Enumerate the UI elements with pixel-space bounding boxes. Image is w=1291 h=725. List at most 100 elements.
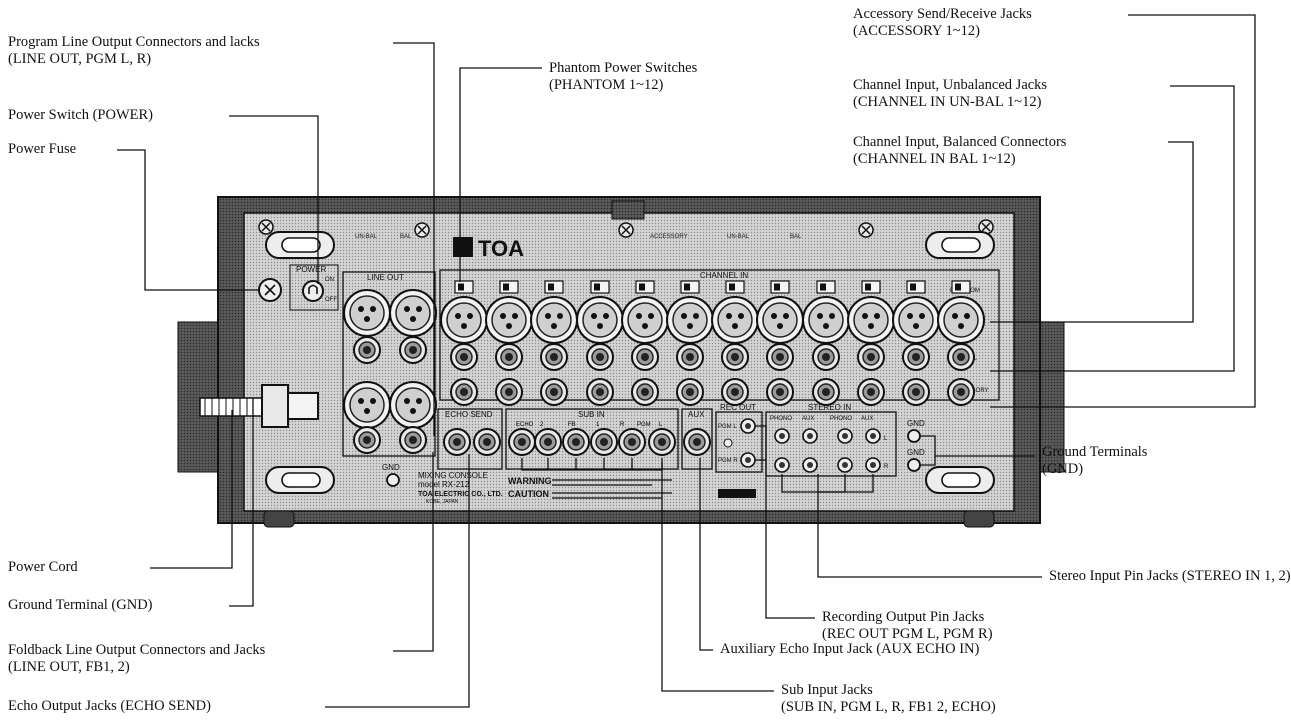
- ground-terminal-left[interactable]: [386, 473, 400, 487]
- channel-unbal-jack-3[interactable]: [540, 343, 568, 371]
- channel-bal-xlr-1[interactable]: [440, 296, 488, 344]
- accessory-jack-11[interactable]: [902, 378, 930, 406]
- channel-bal-xlr-5[interactable]: [621, 296, 669, 344]
- stereo-in-jack-l-3[interactable]: [837, 428, 853, 444]
- sub-in-jack-fb2[interactable]: [534, 428, 562, 456]
- sub-in-jack-echo[interactable]: [508, 428, 536, 456]
- phantom-switch-8[interactable]: [770, 280, 790, 294]
- handle-bottom-left: [265, 466, 335, 494]
- callout-line: Channel Input, Balanced Connectors: [853, 134, 1067, 150]
- callout-line: (GND): [1042, 461, 1084, 477]
- echo-send-jack-2[interactable]: [473, 428, 501, 456]
- phantom-switch-11[interactable]: [906, 280, 926, 294]
- channel-bal-xlr-3[interactable]: [530, 296, 578, 344]
- phantom-switch-10[interactable]: [861, 280, 881, 294]
- pgm-r-xlr[interactable]: [389, 289, 437, 337]
- stereo-in-jack-r-1[interactable]: [774, 457, 790, 473]
- channel-unbal-jack-5[interactable]: [631, 343, 659, 371]
- accessory-jack-8[interactable]: [766, 378, 794, 406]
- phantom-switch-4[interactable]: [590, 280, 610, 294]
- sub-in-jack-pgm-r[interactable]: [590, 428, 618, 456]
- channel-unbal-jack-7[interactable]: [721, 343, 749, 371]
- channel-bal-xlr-4[interactable]: [576, 296, 624, 344]
- phantom-switch-2[interactable]: [499, 280, 519, 294]
- pgm-l-jack[interactable]: [353, 336, 381, 364]
- sub-in-jack-pgm-l-aux[interactable]: [618, 428, 646, 456]
- phantom-switch-12[interactable]: [951, 280, 971, 294]
- aux-echo-in-jack[interactable]: [683, 428, 711, 456]
- stereo-in-jack-l-1[interactable]: [774, 428, 790, 444]
- left-side-block: [177, 321, 221, 473]
- callout-line: Program Line Output Connectors and lacks: [8, 34, 260, 50]
- channel-bal-xlr-7[interactable]: [711, 296, 759, 344]
- ground-terminal-right-1[interactable]: [907, 429, 921, 443]
- fb1-jack[interactable]: [353, 426, 381, 454]
- phantom-switch-7[interactable]: [725, 280, 745, 294]
- channel-unbal-jack-9[interactable]: [812, 343, 840, 371]
- accessory-jack-7[interactable]: [721, 378, 749, 406]
- accessory-jack-2[interactable]: [495, 378, 523, 406]
- stereo-in-jack-l-4[interactable]: [865, 428, 881, 444]
- callout-line: Ground Terminal (GND): [8, 597, 153, 613]
- phantom-switch-5[interactable]: [635, 280, 655, 294]
- channel-bal-xlr-2[interactable]: [485, 296, 533, 344]
- channel-unbal-jack-6[interactable]: [676, 343, 704, 371]
- channel-unbal-jack-12[interactable]: [947, 343, 975, 371]
- accessory-jack-12[interactable]: [947, 378, 975, 406]
- echo-send-jack-1[interactable]: [443, 428, 471, 456]
- off-label: OFF: [325, 297, 337, 303]
- phantom-switch-6[interactable]: [680, 280, 700, 294]
- fb2-xlr[interactable]: [389, 381, 437, 429]
- rec-out-pgm-r-jack[interactable]: [740, 452, 756, 468]
- stereo-in-jack-r-2[interactable]: [802, 457, 818, 473]
- phantom-switch-9[interactable]: [816, 280, 836, 294]
- stereo-in-jack-l-2[interactable]: [802, 428, 818, 444]
- power-box: [289, 264, 339, 311]
- channel-bal-xlr-6[interactable]: [666, 296, 714, 344]
- channel-unbal-jack-11[interactable]: [902, 343, 930, 371]
- toa-logo-icon: [453, 237, 473, 257]
- accessory-jack-9[interactable]: [812, 378, 840, 406]
- sub-in-jack-fb1[interactable]: [562, 428, 590, 456]
- accessory-jack-3[interactable]: [540, 378, 568, 406]
- gnd-left-label: GND: [382, 463, 400, 472]
- channel-unbal-jack-10[interactable]: [857, 343, 885, 371]
- accessory-jack-4[interactable]: [586, 378, 614, 406]
- pgm-l-xlr[interactable]: [343, 289, 391, 337]
- channel-bal-xlr-8[interactable]: [756, 296, 804, 344]
- pgm-r-jack[interactable]: [399, 336, 427, 364]
- bal-legend: BAL: [400, 234, 412, 240]
- callout-line: Auxiliary Echo Input Jack (AUX ECHO IN): [720, 641, 980, 657]
- sub-in-jack-pgm-l[interactable]: [648, 428, 676, 456]
- ground-terminal-right-2[interactable]: [907, 458, 921, 472]
- channel-unbal-jack-2[interactable]: [495, 343, 523, 371]
- fb2-jack[interactable]: [399, 426, 427, 454]
- line-out-block: [342, 271, 436, 457]
- channel-bal-xlr-9[interactable]: [802, 296, 850, 344]
- phono-2-label: PHONO: [830, 416, 852, 422]
- phantom-switch-1[interactable]: [454, 280, 474, 294]
- echo-send-label: ECHO SEND: [445, 410, 493, 419]
- channel-bal-xlr-12[interactable]: [937, 296, 985, 344]
- callout-echo-output: Echo Output Jacks (ECHO SEND): [8, 698, 211, 715]
- accessory-jack-1[interactable]: [450, 378, 478, 406]
- stereo-in-jack-r-4[interactable]: [865, 457, 881, 473]
- channel-unbal-jack-8[interactable]: [766, 343, 794, 371]
- fb1-xlr[interactable]: [343, 381, 391, 429]
- channel-unbal-jack-4[interactable]: [586, 343, 614, 371]
- accessory-jack-6[interactable]: [676, 378, 704, 406]
- rec-out-pgm-l-jack[interactable]: [740, 418, 756, 434]
- warning-text: WARNING: [508, 476, 552, 486]
- callout-stereo-input: Stereo Input Pin Jacks (STEREO IN 1, 2): [1049, 568, 1291, 585]
- channel-unbal-jack-1[interactable]: [450, 343, 478, 371]
- channel-bal-xlr-10[interactable]: [847, 296, 895, 344]
- accessory-jack-10[interactable]: [857, 378, 885, 406]
- stereo-in-jack-r-3[interactable]: [837, 457, 853, 473]
- channel-bal-xlr-11[interactable]: [892, 296, 940, 344]
- rec-pgm-r-label: PGM R: [718, 458, 738, 464]
- power-switch[interactable]: [302, 280, 324, 302]
- phantom-switch-3[interactable]: [544, 280, 564, 294]
- callout-line: (ACCESSORY 1~12): [853, 23, 980, 39]
- accessory-jack-5[interactable]: [631, 378, 659, 406]
